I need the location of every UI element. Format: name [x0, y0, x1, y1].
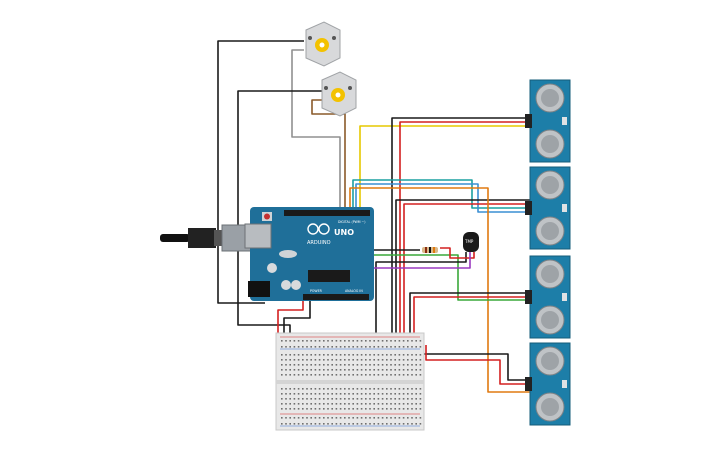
analog-header [303, 294, 369, 300]
arduino-brand: ARDUINO [307, 240, 331, 246]
wire-motor1-gray[interactable] [291, 49, 341, 210]
wire-motor2-black[interactable] [237, 90, 322, 345]
wire-us2-red[interactable] [403, 203, 530, 340]
ultrasonic-sensors [525, 79, 571, 426]
wire-us4-red[interactable] [425, 345, 530, 385]
resistor[interactable] [422, 247, 438, 253]
temperature-sensor[interactable]: TMP [463, 232, 479, 252]
analog-label: ANALOG IN [345, 289, 363, 293]
wire-us1-red[interactable] [399, 121, 530, 340]
dc-motor-2[interactable] [321, 71, 357, 117]
wire-gnd-black[interactable] [283, 301, 311, 340]
wire-orange[interactable] [349, 187, 530, 393]
wire-green[interactable] [370, 254, 530, 301]
wire-us2-black[interactable] [395, 199, 530, 340]
digital-label: DIGITAL (PWM ~) [338, 220, 365, 224]
wire-teal[interactable] [352, 179, 530, 210]
wire-yellow[interactable] [359, 125, 530, 210]
wire-tmp-red[interactable] [440, 247, 475, 259]
ultrasonic-sensor-4[interactable] [525, 342, 571, 426]
wire-us3-red[interactable] [413, 296, 530, 340]
wire-blue[interactable] [355, 183, 530, 213]
breadboard[interactable] [275, 332, 425, 431]
usb-cable[interactable] [160, 224, 253, 252]
wire-motor2-brown[interactable] [311, 99, 346, 210]
ultrasonic-sensor-2[interactable] [525, 166, 571, 250]
wire-motor1-black[interactable] [217, 40, 304, 304]
ultrasonic-sensor-3[interactable] [525, 255, 571, 339]
arduino-logo [307, 223, 330, 235]
ultrasonic-sensor-1[interactable] [525, 79, 571, 163]
arduino-uno-board[interactable]: ARDUINO UNO DIGITAL (PWM ~) POWER ANALOG… [244, 207, 374, 301]
wire-tmp-black[interactable] [375, 252, 467, 340]
wire-us3-black[interactable] [409, 292, 530, 340]
reset-button[interactable] [264, 213, 270, 220]
tmp-label: TMP [464, 239, 474, 244]
arduino-model: UNO [334, 228, 354, 237]
dc-motor-1[interactable] [305, 21, 341, 67]
wire-5v-red[interactable] [277, 301, 304, 340]
wire-us1-black[interactable] [391, 117, 530, 340]
power-label: POWER [310, 289, 323, 293]
wire-us4-black[interactable] [419, 345, 530, 381]
atmega-chip [308, 270, 350, 282]
digital-header [284, 210, 370, 216]
